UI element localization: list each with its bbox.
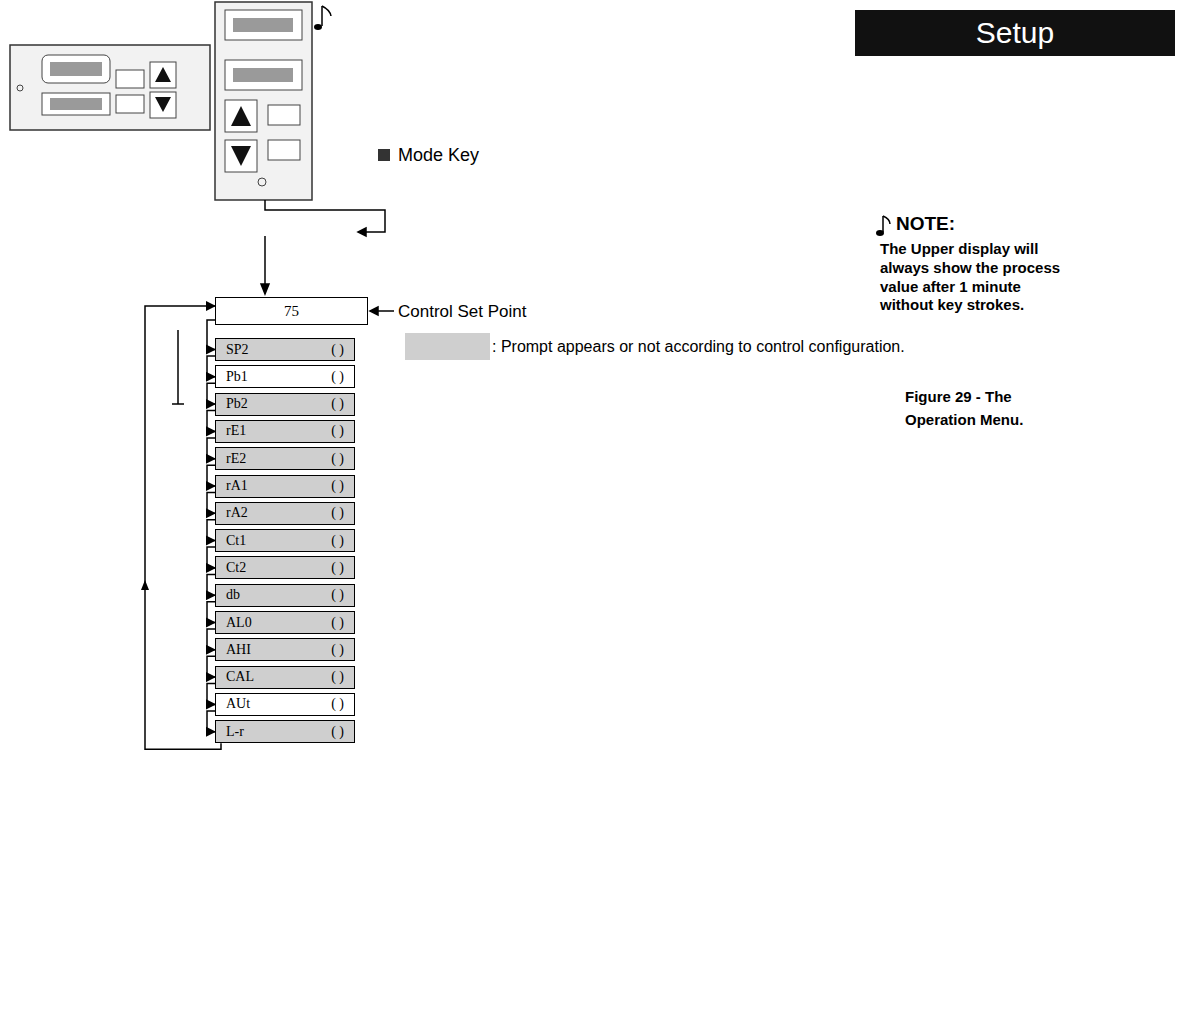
prompt-name: AL0 [226, 615, 252, 631]
legend-text: : Prompt appears or not according to con… [492, 338, 905, 356]
controller-horizontal [10, 45, 210, 130]
prompt-name: SP2 [226, 342, 249, 358]
prompt-value: ( ) [331, 423, 344, 439]
prompt-value: ( ) [331, 478, 344, 494]
menu-prompt-box: Pb1 ( ) [215, 365, 355, 388]
prompt-value: ( ) [331, 451, 344, 467]
step-arrow [207, 465, 215, 486]
prompt-name: L-r [226, 724, 244, 740]
heading-banner [855, 10, 1175, 56]
prompt-name: Pb2 [226, 396, 248, 412]
leader-arrow [370, 307, 394, 315]
menu-prompt-box: db ( ) [215, 584, 355, 607]
prompt-value: ( ) [331, 642, 344, 658]
setpoint-label: Control Set Point [398, 301, 618, 322]
step-arrow [207, 711, 215, 732]
prompt-value: ( ) [331, 696, 344, 712]
menu-prompt-box: AUt ( ) [215, 693, 355, 716]
setpoint-box: 75 [215, 297, 368, 325]
menu-prompt-box: AL0 ( ) [215, 611, 355, 634]
controller-vertical [215, 2, 312, 200]
menu-prompt-box: Pb2 ( ) [215, 393, 355, 416]
menu-prompt-box: rE2 ( ) [215, 447, 355, 470]
step-arrow [207, 438, 215, 459]
menu-prompt-box: SP2 ( ) [215, 338, 355, 361]
prompt-value: ( ) [331, 505, 344, 521]
prompt-value: ( ) [331, 396, 344, 412]
section-heading: Setup [855, 10, 1175, 56]
prompt-value: ( ) [331, 615, 344, 631]
mode-key-icon [378, 149, 390, 161]
prompt-name: db [226, 587, 240, 603]
loop-back-arrow [145, 306, 221, 749]
note-body: The Upper display will always show the p… [880, 240, 1065, 315]
step-arrow [207, 656, 215, 677]
menu-prompt-box: rE1 ( ) [215, 420, 355, 443]
prompt-value: ( ) [331, 724, 344, 740]
step-arrow [207, 602, 215, 623]
prompt-name: AUt [226, 696, 250, 712]
step-arrow [207, 356, 215, 377]
prompt-name: rA1 [226, 478, 248, 494]
note-heading: NOTE: [896, 212, 1016, 236]
step-arrow [207, 684, 215, 705]
step-arrow [207, 547, 215, 568]
prompt-value: ( ) [331, 560, 344, 576]
prompt-name: rE1 [226, 423, 246, 439]
prompt-name: rE2 [226, 451, 246, 467]
legend-row: : Prompt appears or not according to con… [405, 333, 905, 360]
key-label: Mode Key [398, 144, 598, 167]
prompt-name: 75 [284, 303, 299, 320]
legend-swatch [405, 333, 490, 360]
menu-prompt-box: rA2 ( ) [215, 502, 355, 525]
step-arrow [207, 629, 215, 650]
prompt-name: Ct1 [226, 533, 246, 549]
step-arrow [207, 520, 215, 541]
menu-prompt-box: L-r ( ) [215, 720, 355, 743]
menu-prompt-box: Ct2 ( ) [215, 556, 355, 579]
direction-arrowhead [141, 580, 149, 590]
prompt-value: ( ) [331, 533, 344, 549]
prompt-value: ( ) [331, 369, 344, 385]
flow-line [261, 200, 385, 294]
prompt-name: AHI [226, 642, 251, 658]
prompt-value: ( ) [331, 587, 344, 603]
note-icon [314, 6, 331, 30]
menu-prompt-box: rA1 ( ) [215, 475, 355, 498]
step-arrow [207, 320, 215, 350]
note-icon [876, 216, 890, 236]
prompt-name: Pb1 [226, 369, 248, 385]
menu-prompt-box: Ct1 ( ) [215, 529, 355, 552]
step-arrow [207, 574, 215, 595]
figure-caption: Figure 29 - The Operation Menu. [905, 386, 1075, 431]
prompt-value: ( ) [331, 669, 344, 685]
menu-prompt-box: AHI ( ) [215, 638, 355, 661]
menu-prompt-box: CAL ( ) [215, 666, 355, 689]
prompt-name: rA2 [226, 505, 248, 521]
prompt-name: Ct2 [226, 560, 246, 576]
step-arrow [207, 493, 215, 514]
step-arrow [207, 383, 215, 404]
step-arrow [207, 411, 215, 432]
prompt-name: CAL [226, 669, 254, 685]
bracket-line [172, 330, 184, 404]
prompt-value: ( ) [331, 342, 344, 358]
